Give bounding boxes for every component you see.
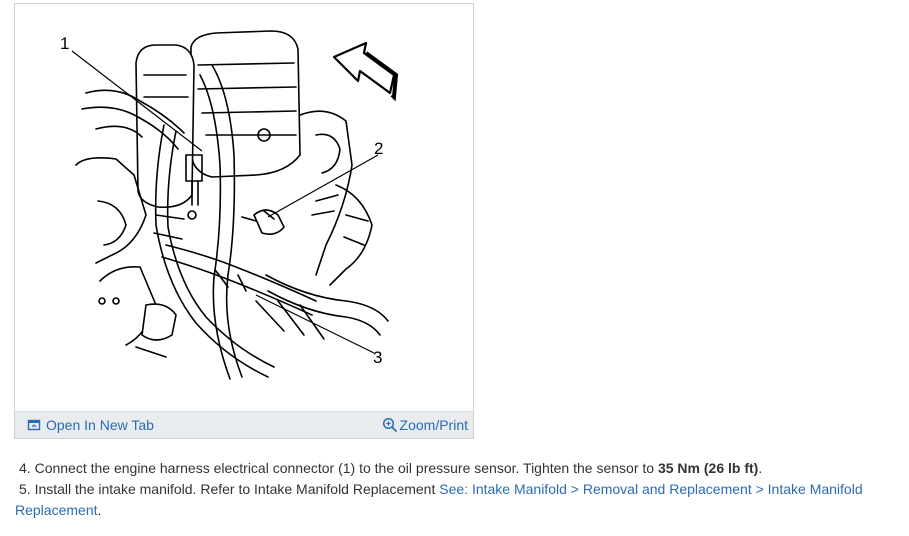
callout-2: 2 (374, 139, 383, 158)
direction-arrow-icon (332, 41, 396, 95)
step-number: 4. (19, 460, 31, 476)
open-in-new-tab-link[interactable]: Open In New Tab (26, 417, 154, 433)
figure-frame: 1 2 3 Open In New Tab Zoom/Print (14, 3, 474, 439)
zoom-print-label: Zoom/Print (399, 417, 468, 433)
step-4: 4. Connect the engine harness electrical… (15, 458, 895, 479)
engine-illustration: 1 2 3 (60, 30, 399, 380)
step-text: Install the intake manifold. Refer to In… (34, 481, 436, 497)
step-suffix: . (97, 502, 102, 518)
zoom-print-link[interactable]: Zoom/Print (382, 417, 468, 433)
callout-1: 1 (60, 34, 69, 53)
step-text: Connect the engine harness electrical co… (34, 460, 655, 476)
zoom-magnifier-icon (382, 417, 397, 433)
step-number: 5. (19, 481, 31, 497)
torque-metric: 35 Nm (657, 460, 700, 476)
open-in-new-tab-label: Open In New Tab (46, 417, 154, 433)
torque-imperial: (26 lb ft) (703, 460, 759, 476)
intake-manifold-reference-link[interactable]: See: Intake Manifold > Removal and Repla… (15, 481, 863, 518)
callout-3: 3 (373, 348, 382, 367)
procedure-steps: 4. Connect the engine harness electrical… (15, 458, 895, 521)
open-new-tab-icon (27, 419, 41, 431)
figure-toolbar: Open In New Tab Zoom/Print (15, 411, 473, 438)
step-5: 5. Install the intake manifold. Refer to… (15, 479, 895, 521)
step-suffix: . (758, 460, 763, 476)
